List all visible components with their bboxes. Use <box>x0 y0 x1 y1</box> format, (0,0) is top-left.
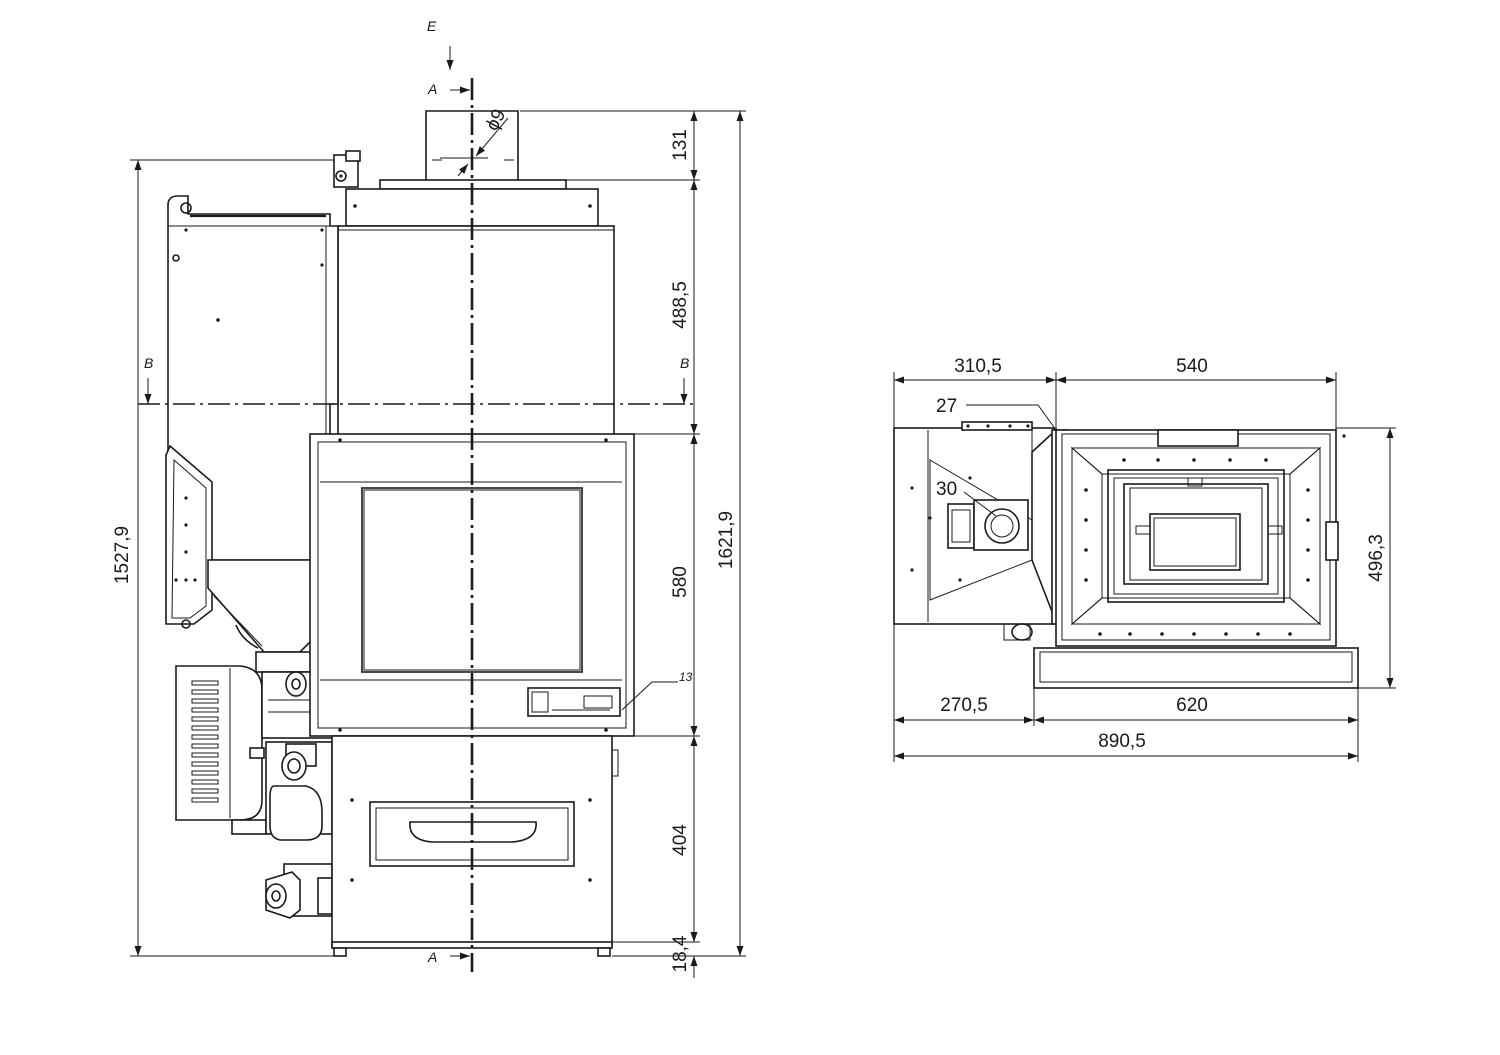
dim-404: 404 <box>670 824 691 856</box>
hopper-access-panel <box>165 444 213 629</box>
boiler-top-view <box>1055 429 1346 647</box>
dim-890-5: 890,5 <box>1098 731 1146 752</box>
dim-540: 540 <box>1176 356 1208 377</box>
burner-fan-housing <box>175 665 267 835</box>
bottom-dimension-chain: 270,5 620 890,5 <box>893 624 1359 762</box>
dim-620: 620 <box>1176 695 1208 716</box>
ash-drawer-housing <box>331 735 619 957</box>
leader-30: 30 <box>936 479 997 517</box>
dim-488-5: 488,5 <box>670 281 691 329</box>
right-dimension-chain: 131 488,5 580 404 18,4 1621,9 <box>670 111 744 978</box>
heat-exchanger-body <box>337 225 615 437</box>
pipe-diameter-callout: ϕ9 <box>440 106 511 177</box>
leader-27: 27 <box>936 396 1057 431</box>
section-label-a-top: A <box>427 81 437 97</box>
dim-pipe-diameter: ϕ9 <box>482 106 511 135</box>
feed-chute <box>207 559 313 673</box>
gear-motor <box>333 150 361 188</box>
top-view: 27 30 310,5 540 496,3 <box>893 356 1396 762</box>
dim-18-4: 18,4 <box>670 935 691 972</box>
control-panel <box>527 687 621 717</box>
right-dimension-top-view: 496,3 <box>1336 427 1396 689</box>
dim-580: 580 <box>670 566 691 598</box>
base-plate-top-view <box>1033 645 1359 689</box>
section-label-a-bottom: A <box>427 949 437 965</box>
section-label-b-left: B <box>144 355 153 371</box>
section-label-e: E <box>427 18 437 34</box>
hopper-top-view <box>893 421 1055 641</box>
top-dimension-chain: 310,5 540 <box>893 356 1337 430</box>
extension-lines-right <box>520 110 746 957</box>
louvers <box>191 680 219 803</box>
dim-310-5: 310,5 <box>954 356 1002 377</box>
section-arrows <box>144 46 688 960</box>
dim-496-3: 496,3 <box>1366 534 1387 582</box>
ash-auger-motor <box>265 863 333 919</box>
front-view: E A A B B ϕ9 13 <box>112 18 746 978</box>
dim-131: 131 <box>670 129 691 161</box>
detail-label-13: 13 <box>679 670 693 684</box>
detail-13-leader: 13 <box>621 670 693 711</box>
dim-1621-9: 1621,9 <box>716 511 737 569</box>
dim-1527-9: 1527,9 <box>112 526 133 584</box>
section-label-b-right: B <box>680 355 689 371</box>
left-dimension: 1527,9 <box>112 159 334 957</box>
label-27: 27 <box>936 396 957 417</box>
dim-270-5: 270,5 <box>940 695 988 716</box>
label-30: 30 <box>936 479 957 500</box>
